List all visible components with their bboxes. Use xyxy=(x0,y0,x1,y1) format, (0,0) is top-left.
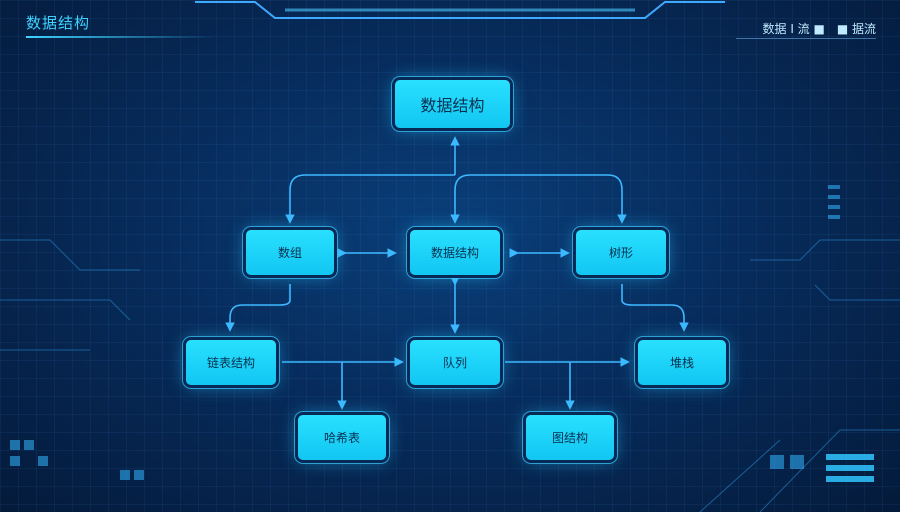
node-bottom-right[interactable]: 图结构 xyxy=(526,415,614,460)
link-root-to-left xyxy=(285,174,455,224)
node-mid-center[interactable]: 数据结构 xyxy=(410,230,500,275)
bar-3 xyxy=(826,476,874,482)
node-bottom-left[interactable]: 哈希表 xyxy=(298,415,386,460)
link-root-to-center xyxy=(450,174,540,224)
header-right-underline xyxy=(736,38,876,39)
header-label-2: ■ 据流 xyxy=(836,22,876,36)
header-right-labels: 数据 Ⅰ 流 ■ ■ 据流 xyxy=(763,20,876,37)
link-root-to-right xyxy=(540,174,627,224)
header-label-1: 数据 Ⅰ 流 ■ xyxy=(762,22,825,36)
page-title: 数据结构 xyxy=(26,14,91,32)
link-left-to-lowleft xyxy=(225,284,291,332)
bar-2 xyxy=(826,465,874,471)
node-root[interactable]: 数据结构 xyxy=(395,80,510,128)
node-low-left[interactable]: 链表结构 xyxy=(186,340,276,385)
node-mid-left[interactable]: 数组 xyxy=(246,230,334,275)
top-frame-decoration xyxy=(195,0,725,19)
bar-1 xyxy=(826,454,874,460)
node-low-right[interactable]: 堆栈 xyxy=(638,340,726,385)
link-right-to-lowright xyxy=(621,284,689,332)
decorative-bars xyxy=(826,454,874,482)
node-low-center[interactable]: 队列 xyxy=(410,340,500,385)
title-underline xyxy=(26,36,216,38)
node-mid-right[interactable]: 树形 xyxy=(576,230,666,275)
